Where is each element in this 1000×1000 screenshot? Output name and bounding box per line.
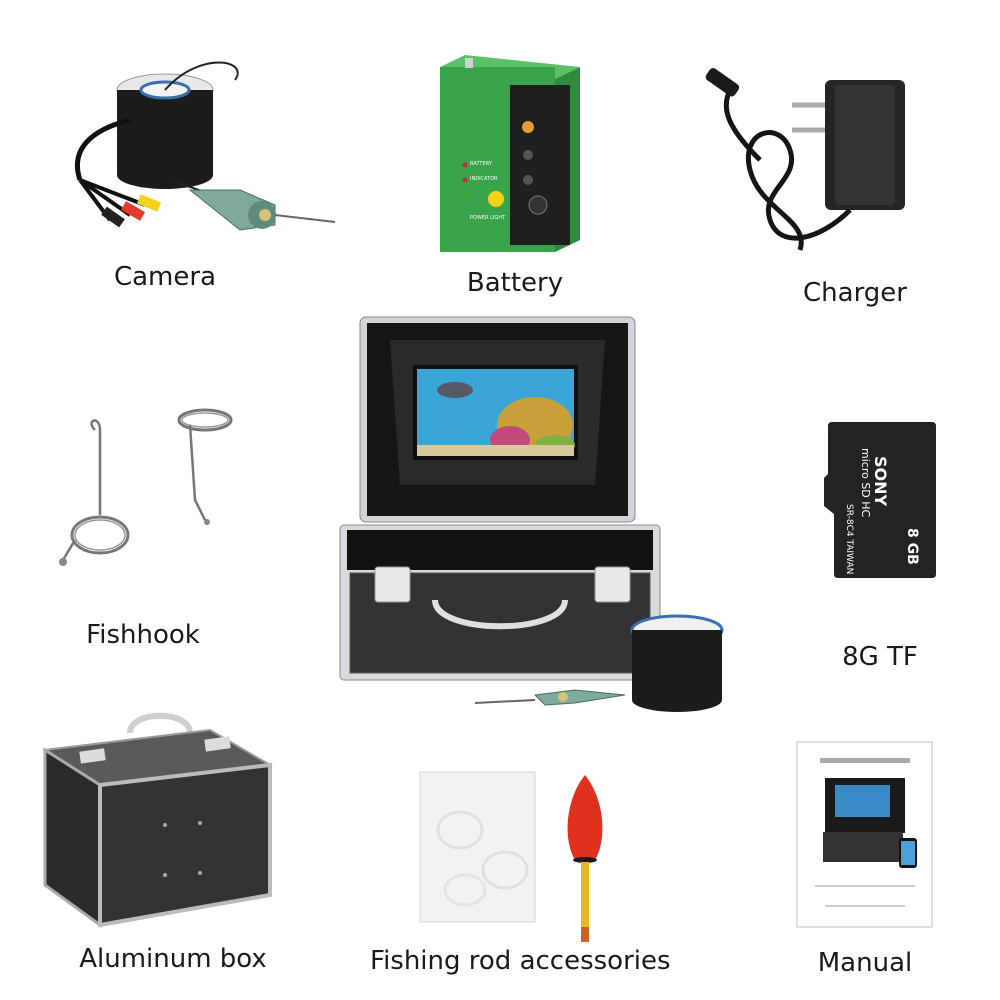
tf-card-code: SR-8C4 TAIWAN xyxy=(844,504,854,575)
fishhook-product xyxy=(55,400,245,580)
fishing-rod-accessories-illustration xyxy=(419,771,603,942)
battery-panel-label-power-light: POWER LIGHT xyxy=(470,215,506,221)
charger-illustration xyxy=(705,68,905,251)
aluminum-box-label: Aluminum box xyxy=(79,944,267,974)
battery-product: BATTERY INDICATOR POWER LIGHT xyxy=(440,55,585,255)
manual-illustration xyxy=(796,741,933,928)
camera-illustration xyxy=(74,61,336,231)
tf-card-illustration xyxy=(824,422,936,578)
manual-label: Manual xyxy=(817,948,913,978)
tf-card-capacity: 8 GB xyxy=(904,528,920,565)
fishhook-illustration xyxy=(59,408,233,566)
battery-panel-label-battery: BATTERY xyxy=(470,161,492,167)
charger-label: Charger xyxy=(803,278,907,308)
battery-illustration xyxy=(440,55,580,252)
fishhook-label: Fishhook xyxy=(86,620,200,650)
aluminum-box-product xyxy=(40,705,275,930)
fishing-rod-accessories-product xyxy=(415,770,615,945)
aluminum-box-illustration xyxy=(42,712,274,928)
manual-product xyxy=(795,740,935,930)
tf-card-product: SONY micro SD HC 8 GB SR-8C4 TAIWAN xyxy=(820,418,938,578)
tf-card-brand: SONY xyxy=(871,456,890,507)
camera-product xyxy=(50,50,350,250)
fishing-rod-accessories-label: Fishing rod accessories xyxy=(370,946,671,976)
monitor-case-product xyxy=(335,305,735,725)
camera-label: Camera xyxy=(113,262,217,292)
charger-product xyxy=(700,68,920,270)
tf-card-type: micro SD HC xyxy=(859,448,872,518)
battery-label: Battery xyxy=(466,268,564,298)
tf-card-label: 8G TF xyxy=(842,642,918,672)
monitor-case-illustration xyxy=(339,316,724,712)
battery-panel-label-indicator: INDICATOR xyxy=(470,176,498,182)
